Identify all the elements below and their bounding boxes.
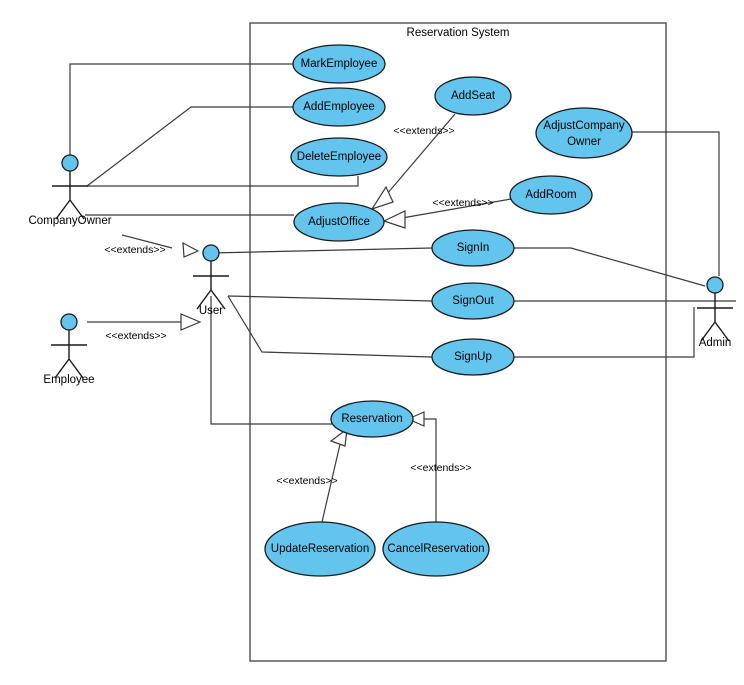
use-case-label: SignIn [457, 242, 490, 254]
use-case-ellipse[interactable] [382, 521, 490, 577]
use-case-label: AddSeat [451, 90, 496, 102]
ext-rel-line [423, 418, 437, 522]
use-case-label: AddEmployee [303, 101, 375, 113]
use-case-cancel-reservation[interactable]: CancelReservation [382, 521, 490, 577]
use-case-add-employee[interactable]: AddEmployee [292, 87, 386, 127]
ext-rel-cancel-reservation-reservation [406, 411, 437, 522]
use-case-ellipse[interactable] [292, 87, 386, 127]
actor-head-icon [60, 313, 78, 331]
assoc-user-sign-up [227, 295, 433, 358]
extend-relations [87, 113, 512, 523]
use-case-ellipse[interactable] [293, 202, 385, 242]
use-case-label-line1: AdjustCompany [543, 120, 624, 132]
actor-user[interactable]: User [193, 244, 229, 317]
use-case-ellipse[interactable] [434, 76, 512, 116]
ext-cancel-reservation-label: <<extends>> [410, 462, 471, 474]
use-case-label: DeleteEmployee [297, 151, 381, 163]
ext-rel-arrowhead [370, 185, 394, 211]
ext-rel-line [401, 198, 512, 219]
assoc-user-sign-in [210, 247, 433, 254]
actors: CompanyOwner User Employee Admin [28, 154, 733, 386]
assoc-admin-sign-in [514, 247, 706, 287]
actor-body-icon [193, 261, 229, 310]
ext-update-reservation-label: <<extends>> [276, 475, 337, 487]
use-case-ellipse[interactable] [431, 282, 515, 320]
ext-rel-line [321, 439, 342, 523]
assoc-admin-adjust-company-owner [632, 131, 720, 276]
use-case-ellipse[interactable] [535, 107, 633, 159]
use-case-label-line2: Owner [567, 136, 601, 148]
ext-rel-arrowhead [382, 210, 406, 229]
actor-head-icon [202, 244, 220, 262]
system-boundary-title: Reservation System [407, 27, 510, 39]
use-case-ellipse[interactable] [292, 44, 386, 84]
actor-admin[interactable]: Admin [697, 276, 733, 349]
use-case-ellipse[interactable] [509, 175, 593, 215]
ext-rel-line [121, 234, 173, 249]
ext-rel-employee-user [87, 313, 202, 331]
ext-add-room-label: <<extends>> [432, 197, 493, 209]
actor-body-icon [51, 330, 87, 379]
use-case-label: MarkEmployee [301, 58, 378, 70]
assoc-company-owner-delete-employee [87, 176, 359, 187]
assoc-user-reservation [210, 296, 336, 425]
ext-rel-arrowhead [182, 241, 200, 258]
use-case-sign-out[interactable]: SignOut [431, 282, 515, 320]
ext-rel-arrowhead [406, 411, 425, 427]
use-case-add-room[interactable]: AddRoom [509, 175, 593, 215]
assoc-admin-sign-up [514, 307, 695, 358]
use-case-adjust-office[interactable]: AdjustOffice [293, 202, 385, 242]
use-case-ellipse[interactable] [431, 338, 515, 376]
use-case-ellipse[interactable] [290, 137, 388, 177]
use-case-label: AddRoom [525, 189, 576, 201]
actor-employee[interactable]: Employee [43, 313, 95, 386]
actor-company-owner[interactable]: CompanyOwner [28, 154, 112, 227]
use-case-delete-employee[interactable]: DeleteEmployee [290, 137, 388, 177]
ext-company-owner-user-label: <<extends>> [104, 244, 165, 256]
actor-label: Admin [699, 337, 732, 349]
assoc-company-owner-mark-employee [69, 63, 293, 163]
use-case-label: CancelReservation [387, 543, 484, 555]
use-cases: MarkEmployee AddEmployee DeleteEmployee … [264, 44, 633, 577]
actor-head-icon [706, 276, 724, 294]
ext-rel-add-seat-adjust-office [370, 113, 456, 211]
actor-label: CompanyOwner [28, 215, 111, 227]
use-case-sign-up[interactable]: SignUp [431, 338, 515, 376]
use-case-label: SignUp [454, 351, 492, 363]
use-case-label: AdjustOffice [308, 216, 370, 228]
ext-rel-arrowhead [329, 427, 348, 447]
use-case-ellipse[interactable] [431, 229, 515, 267]
use-case-mark-employee[interactable]: MarkEmployee [292, 44, 386, 84]
use-case-sign-in[interactable]: SignIn [431, 229, 515, 267]
association-lines [69, 63, 736, 425]
use-case-add-seat[interactable]: AddSeat [434, 76, 512, 116]
use-case-update-reservation[interactable]: UpdateReservation [264, 521, 376, 577]
actor-body-icon [697, 293, 733, 342]
ext-rel-add-room-adjust-office [382, 198, 512, 229]
actor-label: User [199, 305, 223, 317]
actor-label: Employee [43, 374, 94, 386]
use-case-label: Reservation [341, 413, 402, 425]
extend-labels: <<extends>> <<extends>> <<extends>> <<ex… [104, 125, 493, 487]
use-case-reservation[interactable]: Reservation [330, 400, 414, 438]
use-case-ellipse[interactable] [264, 521, 376, 577]
use-case-label: SignOut [452, 295, 494, 307]
ext-rel-company-owner-user [121, 234, 200, 258]
assoc-user-sign-out [227, 295, 433, 302]
ext-employee-user-label: <<extends>> [105, 330, 166, 342]
use-case-adjust-company-owner[interactable]: AdjustCompany Owner [535, 107, 633, 159]
actor-body-icon [52, 171, 88, 220]
use-case-ellipse[interactable] [330, 400, 414, 438]
ext-add-seat-label: <<extends>> [393, 125, 454, 137]
use-case-label: UpdateReservation [271, 543, 369, 555]
ext-rel-update-reservation-reservation [321, 427, 348, 523]
actor-head-icon [61, 154, 79, 172]
ext-rel-line [380, 113, 456, 202]
assoc-company-owner-add-employee [86, 106, 293, 187]
ext-rel-arrowhead [180, 313, 202, 331]
